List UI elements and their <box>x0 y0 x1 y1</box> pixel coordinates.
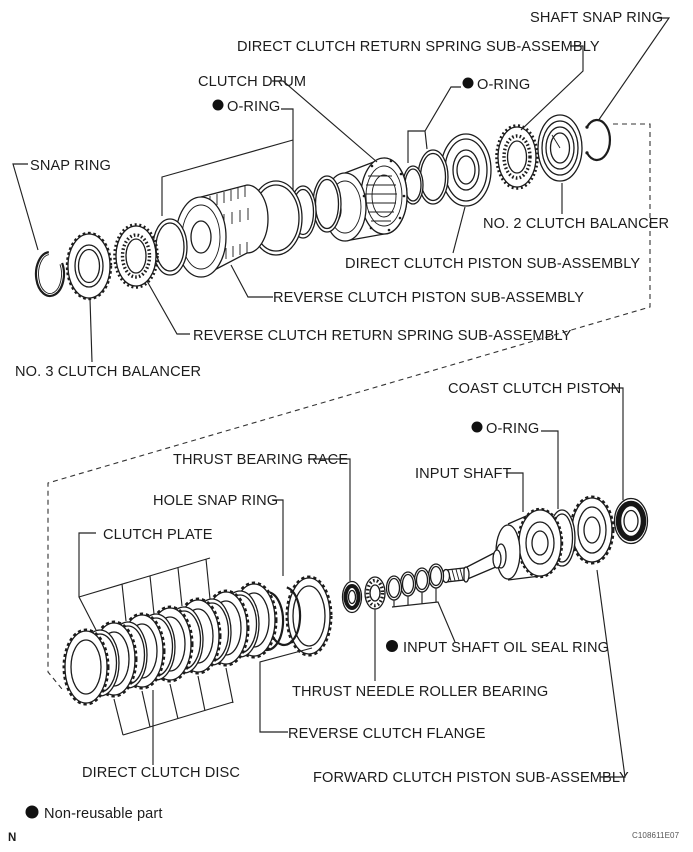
leader-lines <box>12 17 671 778</box>
part-coast-clutch-piston <box>613 497 649 545</box>
label-snap-ring: SNAP RING <box>30 158 111 174</box>
label-no3-clutch-balancer: NO. 3 CLUTCH BALANCER <box>15 364 201 380</box>
non-reusable-bullet-icon <box>25 805 39 819</box>
leader-hole-snap-ring <box>272 499 284 576</box>
top-assembly <box>34 114 611 301</box>
leader-o-ring-top-right <box>407 86 461 163</box>
part-forward-clutch-piston <box>569 495 615 565</box>
part-no3-clutch-balancer <box>65 231 113 301</box>
label-shaft-snap-ring: SHAFT SNAP RING <box>530 10 663 26</box>
label-forward-clutch-piston: FORWARD CLUTCH PISTON SUB-ASSEMBLY <box>313 770 629 786</box>
label-o-ring-top-left: O-RING <box>227 99 280 115</box>
non-reusable-bullet-icon <box>462 77 474 89</box>
leader-direct-return-spring <box>520 45 584 131</box>
leader-reverse-flange <box>259 647 313 733</box>
label-thrust-bearing-race: THRUST BEARING RACE <box>173 452 348 468</box>
label-input-shaft: INPUT SHAFT <box>415 466 512 482</box>
leader-clutch-drum <box>272 80 378 163</box>
page-marker: N <box>8 832 16 844</box>
label-clutch-drum: CLUTCH DRUM <box>198 74 306 90</box>
leader-clutch-plate <box>78 532 211 631</box>
legend-non-reusable-text: Non-reusable part <box>44 806 163 822</box>
leader-o-ring-bottom <box>541 430 559 509</box>
labels: SHAFT SNAP RING DIRECT CLUTCH RETURN SPR… <box>15 10 669 786</box>
part-shaft-snap-ring <box>585 118 611 162</box>
part-direct-clutch-piston <box>440 133 492 207</box>
label-direct-clutch-piston: DIRECT CLUTCH PISTON SUB-ASSEMBLY <box>345 256 640 272</box>
legend: Non-reusable part <box>25 805 163 822</box>
part-reverse-clutch-piston <box>175 184 269 278</box>
leader-coast-piston <box>609 387 624 500</box>
non-reusable-bullet-icon <box>386 640 398 652</box>
part-thrust-needle-roller-bearing <box>364 576 386 610</box>
clutch-disc <box>62 628 110 706</box>
dashed-boundary <box>47 123 651 690</box>
label-o-ring-bottom: O-RING <box>486 421 539 437</box>
label-reverse-clutch-flange: REVERSE CLUTCH FLANGE <box>288 726 486 742</box>
part-o-ring-a <box>152 218 188 276</box>
part-o-ring-c2 <box>312 175 342 233</box>
part-thrust-bearing-race <box>341 580 363 614</box>
leader-forward-piston <box>596 569 626 778</box>
label-input-shaft-oil-seal-ring: INPUT SHAFT OIL SEAL RING <box>403 640 609 656</box>
part-reverse-clutch-flange <box>285 575 333 657</box>
leader-oil-seal-rings <box>391 588 456 643</box>
non-reusable-bullet-icon <box>471 421 483 433</box>
part-clutch-pack <box>62 581 278 706</box>
label-hole-snap-ring: HOLE SNAP RING <box>153 493 278 509</box>
footer: N C108611E07 <box>8 831 680 844</box>
leader-snap-ring <box>12 163 39 251</box>
bottom-assembly <box>62 495 649 706</box>
label-direct-clutch-disc: DIRECT CLUTCH DISC <box>82 765 240 781</box>
figure-code: C108611E07 <box>632 831 680 840</box>
label-thrust-needle-roller-bearing: THRUST NEEDLE ROLLER BEARING <box>292 684 548 700</box>
leader-no3-balancer <box>89 298 93 363</box>
label-no2-clutch-balancer: NO. 2 CLUTCH BALANCER <box>483 216 669 232</box>
part-input-shaft-oil-seal-rings <box>385 563 445 601</box>
non-reusable-bullet-icon <box>212 99 224 111</box>
part-direct-clutch-return-spring <box>495 124 539 190</box>
leader-reverse-piston <box>230 264 273 298</box>
leader-o-ring-top-left <box>161 108 294 216</box>
leader-thrust-race <box>308 458 351 581</box>
part-snap-ring <box>34 251 66 298</box>
label-direct-clutch-return-spring: DIRECT CLUTCH RETURN SPRING SUB-ASSEMBLY <box>237 39 600 55</box>
leader-reverse-return-spring <box>146 280 190 335</box>
leader-direct-piston <box>452 206 466 254</box>
part-no2-clutch-balancer <box>537 114 583 182</box>
label-reverse-clutch-piston: REVERSE CLUTCH PISTON SUB-ASSEMBLY <box>273 290 584 306</box>
label-clutch-plate: CLUTCH PLATE <box>103 527 213 543</box>
leader-shaft-snap-ring <box>597 17 671 122</box>
label-reverse-clutch-return-spring: REVERSE CLUTCH RETURN SPRING SUB-ASSEMBL… <box>193 328 572 344</box>
part-input-shaft <box>441 507 564 584</box>
leader-input-shaft <box>506 472 524 512</box>
label-coast-clutch-piston: COAST CLUTCH PISTON <box>448 381 621 397</box>
part-reverse-clutch-return-spring <box>113 223 159 289</box>
leader-direct-disc <box>113 667 234 765</box>
label-o-ring-top-right: O-RING <box>477 77 530 93</box>
